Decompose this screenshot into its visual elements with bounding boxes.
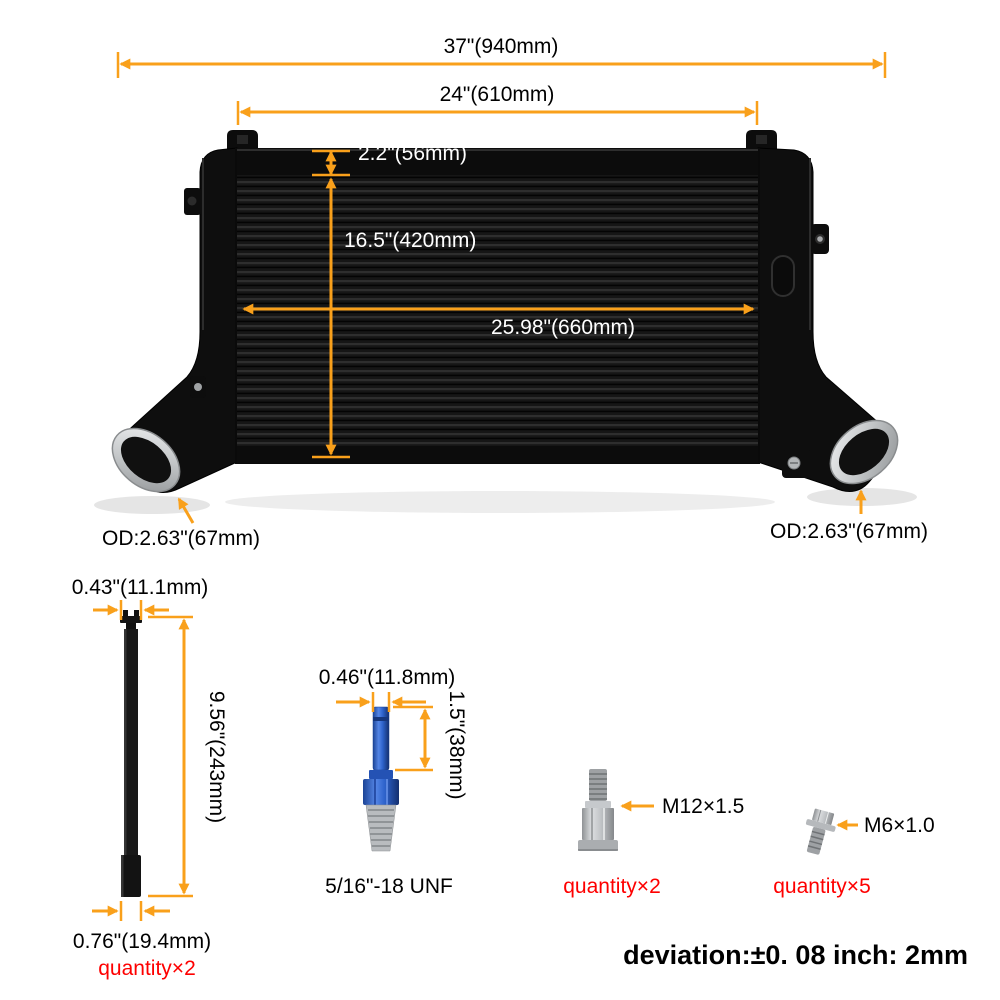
intercooler-illustration: 37"(940mm) 24"(610mm) 2.2"(56mm) 16.5"(4… [94, 35, 928, 550]
dim-end-tank-depth: 2.2"(56mm) [312, 142, 467, 177]
leader-arrow-left-outlet [177, 497, 195, 524]
label-rod-bottom-diameter: 0.76"(19.4mm) [73, 930, 211, 953]
m6-label: M6×1.0 [864, 814, 935, 837]
label-overall-width: 37"(940mm) [444, 35, 559, 58]
core [235, 148, 760, 464]
left-side-bracket [184, 188, 201, 215]
rod-illustration [120, 610, 142, 897]
m6-bolt-part: M6×1.0 quantity×5 [773, 808, 935, 898]
dim-core-height: 16.5"(420mm) [312, 177, 476, 459]
m12-quantity: quantity×2 [563, 875, 661, 898]
left-lower-bracket [190, 376, 206, 398]
dim-fitting-stem-length: 1.5"(38mm) [393, 691, 468, 800]
rod-part: 0.43"(11.1mm) 9.56"(243mm) 0.76"(19.4mm)… [72, 576, 228, 980]
dim-outlet-right: OD:2.63"(67mm) [770, 489, 928, 543]
label-rod-top-diameter: 0.43"(11.1mm) [72, 576, 209, 599]
dim-core-width: 25.98"(660mm) [242, 303, 755, 339]
fitting-illustration [363, 706, 399, 852]
m6-quantity: quantity×5 [773, 875, 871, 898]
label-fitting-diameter: 0.46"(11.8mm) [319, 666, 456, 689]
right-outlet-ring [829, 419, 899, 485]
right-lower-bracket [782, 450, 812, 478]
dim-mounting-width: 24"(610mm) [236, 83, 759, 125]
fitting-part: 0.46"(11.8mm) 1.5"(38mm) 5/16"-18 UNF [319, 666, 468, 898]
rod-quantity: quantity×2 [98, 957, 196, 980]
fitting-thread-spec: 5/16"-18 UNF [325, 875, 453, 898]
dim-rod-top-diameter: 0.43"(11.1mm) [72, 576, 209, 620]
sensor-port [771, 255, 795, 297]
m12-label: M12×1.5 [662, 795, 744, 818]
dim-overall-width: 37"(940mm) [116, 35, 887, 78]
m12-bolt-illustration [578, 769, 618, 851]
m6-bolt-illustration [805, 808, 836, 855]
label-rod-length: 9.56"(243mm) [205, 691, 228, 823]
dim-rod-bottom-diameter: 0.76"(19.4mm) [73, 901, 211, 953]
label-outlet-right: OD:2.63"(67mm) [770, 520, 928, 543]
m12-bolt-part: M12×1.5 quantity×2 [563, 769, 744, 898]
dim-outlet-left: OD:2.63"(67mm) [102, 497, 260, 550]
label-outlet-left: OD:2.63"(67mm) [102, 527, 260, 550]
right-side-bracket [811, 224, 829, 254]
left-outlet-ring [111, 427, 181, 493]
label-core-width: 25.98"(660mm) [491, 316, 635, 339]
label-fitting-stem-length: 1.5"(38mm) [445, 691, 468, 800]
label-core-height: 16.5"(420mm) [344, 229, 476, 252]
dim-fitting-diameter: 0.46"(11.8mm) [319, 666, 456, 712]
floor-shadows [94, 488, 917, 514]
dim-rod-length: 9.56"(243mm) [148, 615, 228, 898]
label-end-tank-depth: 2.2"(56mm) [358, 142, 467, 165]
tolerance-note: deviation:±0. 08 inch: 2mm [623, 940, 968, 970]
label-mounting-width: 24"(610mm) [440, 83, 555, 106]
